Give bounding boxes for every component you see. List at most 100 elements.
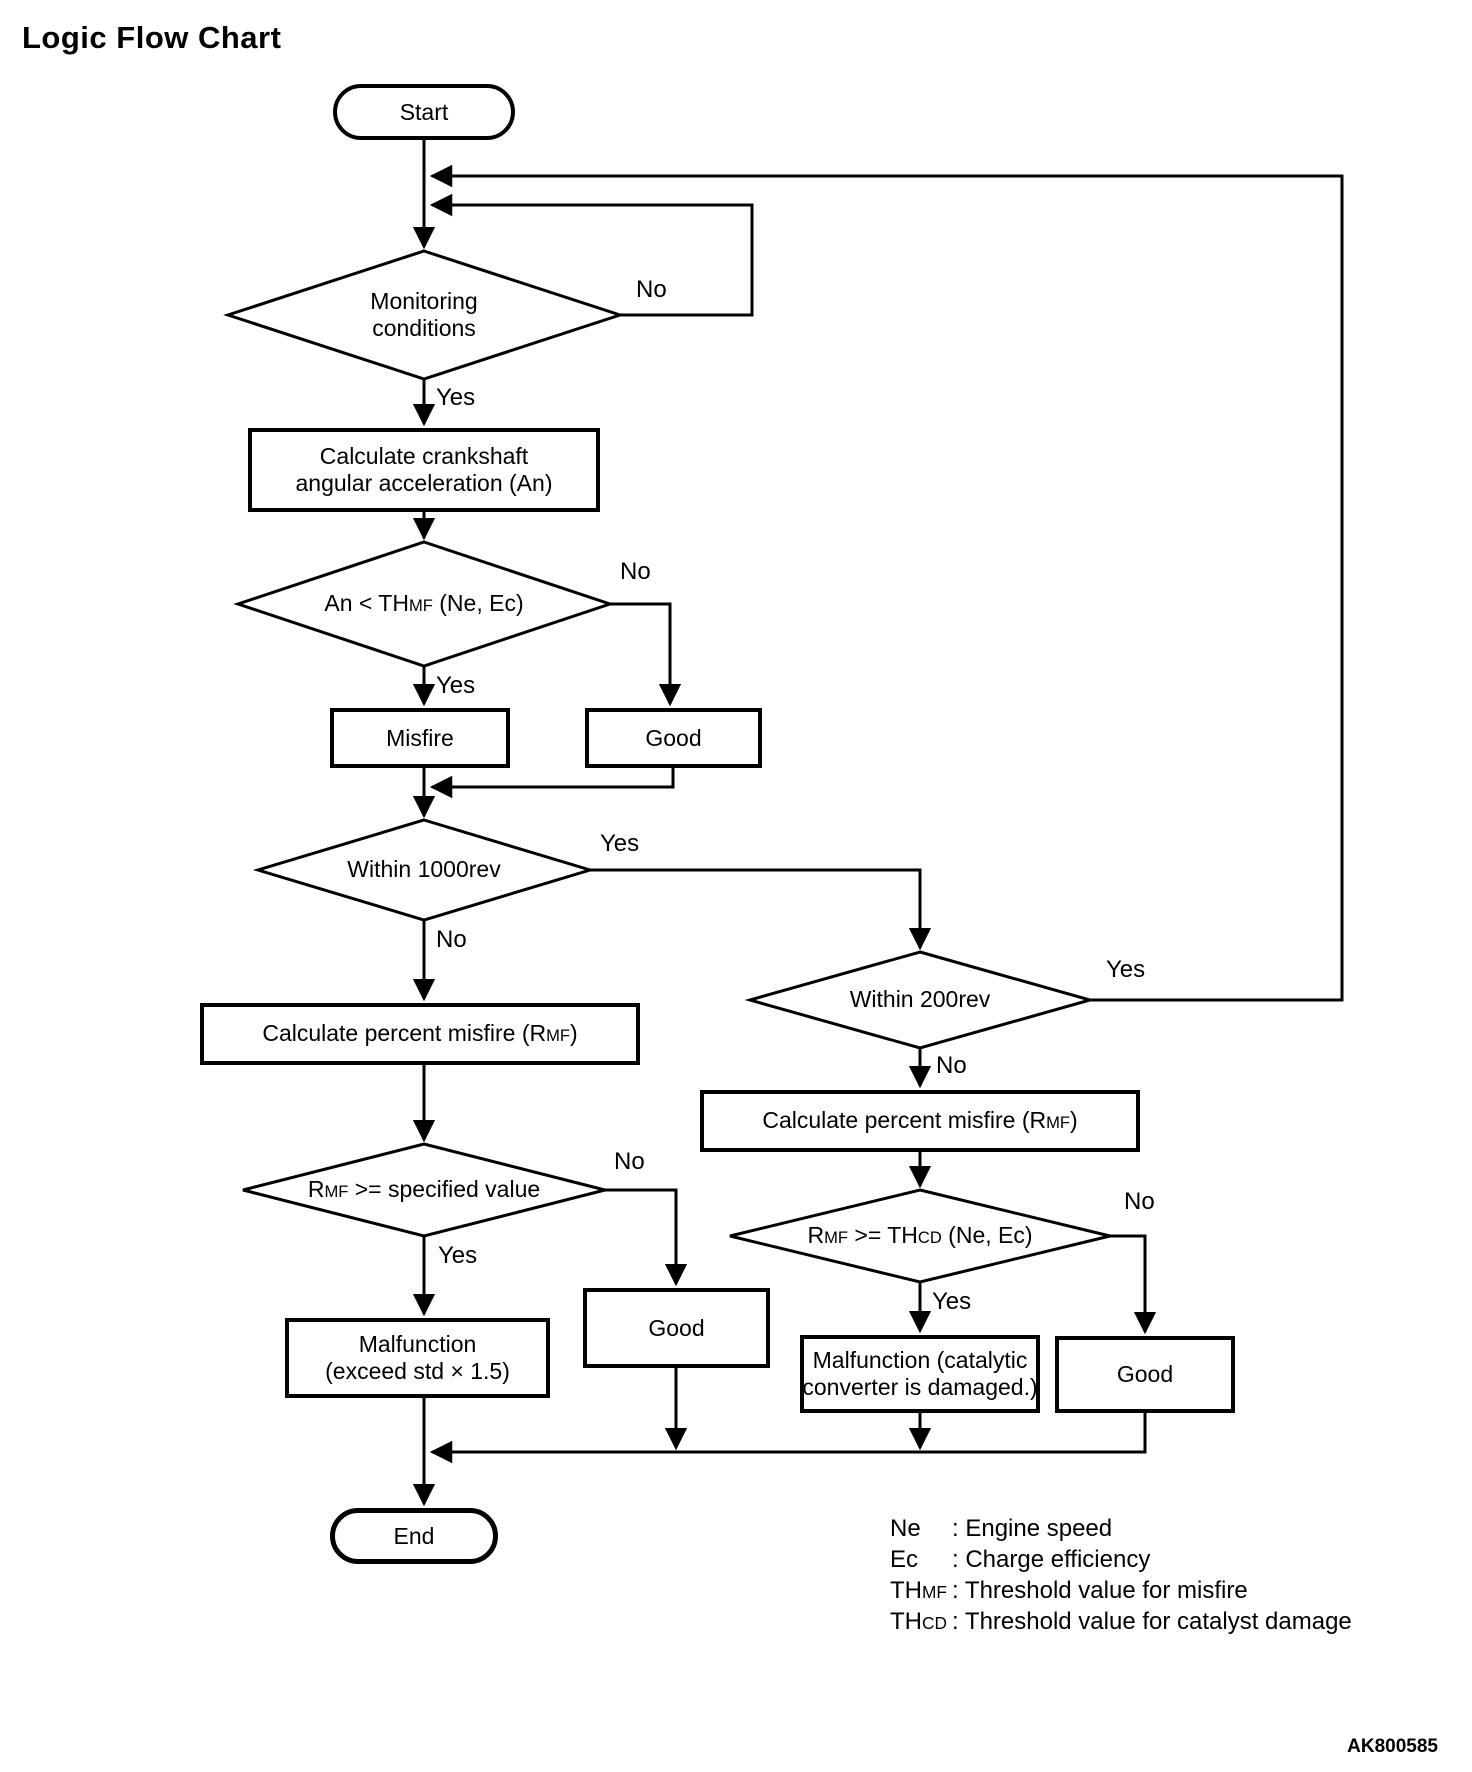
edge-label-thcd-no: No bbox=[1124, 1188, 1155, 1215]
text-part: An < TH bbox=[324, 590, 409, 616]
legend: Ne : Engine speed Ec : Charge efficiency… bbox=[890, 1514, 1352, 1638]
subscript-cd: CD bbox=[917, 1228, 942, 1247]
text-line: Monitoring bbox=[370, 288, 478, 314]
legend-desc: : Threshold value for misfire bbox=[952, 1577, 1248, 1604]
text-part: (Ne, Ec) bbox=[432, 590, 524, 616]
edge-loop-within200-yes bbox=[429, 164, 1344, 1002]
end-terminator: End bbox=[330, 1508, 498, 1564]
decision-within-1000rev bbox=[252, 818, 596, 922]
text-part: Ec bbox=[890, 1546, 919, 1573]
process-good-top: Good bbox=[585, 708, 762, 768]
decision-rmf-thcd-text: RMF >= THCD (Ne, Ec) bbox=[730, 1222, 1110, 1251]
figure-code: AK800585 bbox=[1347, 1736, 1438, 1757]
edge-label-monitoring-no: No bbox=[636, 276, 667, 303]
subscript-mf: MF bbox=[824, 1228, 848, 1247]
page-title: Logic Flow Chart bbox=[22, 20, 282, 55]
subscript-mf: MF bbox=[1046, 1112, 1070, 1132]
edge-label-anth-no: No bbox=[620, 558, 651, 585]
text-part: TH bbox=[890, 1608, 922, 1635]
legend-row-thcd: THCD : Threshold value for catalyst dama… bbox=[890, 1607, 1352, 1638]
subscript-mf: MF bbox=[408, 596, 433, 615]
process-malfunction-catalyst: Malfunction (catalytic converter is dama… bbox=[800, 1335, 1040, 1413]
text-line: An < THMF (Ne, Ec) bbox=[324, 590, 523, 619]
process-good-right-label: Good bbox=[1116, 1361, 1174, 1387]
edge-thcd-no bbox=[1110, 1234, 1157, 1335]
process-calc-crankshaft-line1: Calculate crankshaft bbox=[319, 443, 529, 469]
decision-rmf-specified bbox=[242, 1142, 606, 1238]
decision-an-threshold-text: An < THMF (Ne, Ec) bbox=[249, 590, 599, 619]
subscript-cd: CD bbox=[922, 1613, 947, 1633]
text-part: R bbox=[807, 1222, 825, 1248]
text-part: >= TH bbox=[848, 1222, 918, 1248]
decision-rmf-specified-text: RMF >= specified value bbox=[239, 1176, 609, 1205]
text-part: Calculate percent misfire (R bbox=[262, 1019, 547, 1046]
process-malfunction-std-line1: Malfunction bbox=[358, 1331, 477, 1357]
process-misfire: Misfire bbox=[330, 708, 510, 768]
text-line: conditions bbox=[372, 315, 476, 341]
edge-label-rmfspec-yes: Yes bbox=[438, 1242, 478, 1269]
legend-term: Ec bbox=[890, 1545, 952, 1576]
process-malfunction-std-line2: (exceed std × 1.5) bbox=[325, 1358, 510, 1384]
edge-within1000-yes bbox=[590, 868, 932, 951]
process-calc-crankshaft-line2: angular acceleration (An) bbox=[295, 470, 553, 496]
process-good-top-label: Good bbox=[645, 724, 702, 751]
edge-label-thcd-yes: Yes bbox=[932, 1288, 972, 1315]
process-good-mid-label: Good bbox=[648, 1314, 705, 1341]
decision-an-threshold bbox=[233, 540, 615, 668]
text-line: Within 200rev bbox=[849, 986, 991, 1012]
text-line: RMF >= THCD (Ne, Ec) bbox=[807, 1222, 1032, 1251]
text-line: Within 1000rev bbox=[347, 856, 501, 882]
start-label: Start bbox=[399, 98, 449, 125]
edge-goodright-collector bbox=[429, 1413, 1147, 1464]
process-good-mid: Good bbox=[583, 1288, 770, 1368]
text-part: R bbox=[307, 1176, 325, 1202]
edge-label-rmfspec-no: No bbox=[614, 1148, 645, 1175]
text-part: TH bbox=[890, 1577, 922, 1604]
decision-within-1000rev-text: Within 1000rev bbox=[304, 856, 544, 883]
text-part: Ne bbox=[890, 1515, 921, 1542]
decision-within-200rev bbox=[744, 950, 1096, 1050]
edge-label-within1000-yes: Yes bbox=[600, 830, 640, 857]
process-good-right: Good bbox=[1055, 1336, 1235, 1413]
process-calc-percent-misfire-left: Calculate percent misfire (RMF) bbox=[200, 1003, 640, 1065]
text-part: ) bbox=[1070, 1106, 1078, 1133]
text-part: (Ne, Ec) bbox=[941, 1222, 1033, 1248]
start-terminator: Start bbox=[333, 84, 515, 140]
end-label: End bbox=[393, 1522, 435, 1549]
decision-monitoring-conditions-text: Monitoring conditions bbox=[324, 288, 524, 342]
text-part: >= specified value bbox=[348, 1176, 541, 1202]
subscript-mf: MF bbox=[546, 1025, 570, 1045]
legend-row-ne: Ne : Engine speed bbox=[890, 1514, 1352, 1545]
decision-within-200rev-text: Within 200rev bbox=[800, 986, 1040, 1013]
process-calc-percent-misfire-right: Calculate percent misfire (RMF) bbox=[700, 1090, 1140, 1152]
edge-label-within200-yes: Yes bbox=[1106, 956, 1146, 983]
edge-label-within1000-no: No bbox=[436, 926, 467, 953]
text-line: RMF >= specified value bbox=[308, 1176, 540, 1205]
edge-goodtop-merge bbox=[429, 768, 675, 799]
subscript-mf: MF bbox=[922, 1582, 947, 1602]
legend-desc: : Threshold value for catalyst damage bbox=[952, 1608, 1352, 1635]
legend-desc: : Engine speed bbox=[952, 1515, 1113, 1542]
legend-row-thmf: THMF : Threshold value for misfire bbox=[890, 1576, 1352, 1607]
process-calc-crankshaft: Calculate crankshaft angular acceleratio… bbox=[248, 428, 600, 512]
process-malfunction-std: Malfunction (exceed std × 1.5) bbox=[285, 1318, 550, 1398]
edge-loop-monitoring-no bbox=[429, 193, 754, 317]
legend-desc: : Charge efficiency bbox=[952, 1546, 1151, 1573]
decision-rmf-thcd bbox=[729, 1188, 1111, 1284]
process-malfunction-catalyst-line1: Malfunction (catalytic bbox=[812, 1347, 1028, 1373]
process-malfunction-catalyst-line2: converter is damaged.) bbox=[802, 1374, 1038, 1400]
process-calc-percent-misfire-left-label: Calculate percent misfire (RMF) bbox=[262, 1020, 577, 1049]
process-misfire-label: Misfire bbox=[386, 724, 454, 751]
legend-term: THMF bbox=[890, 1576, 952, 1607]
edge-label-within200-no: No bbox=[936, 1052, 967, 1079]
text-part: Calculate percent misfire (R bbox=[762, 1106, 1047, 1133]
decision-monitoring-conditions bbox=[223, 249, 625, 381]
edge-label-anth-yes: Yes bbox=[436, 672, 476, 699]
process-calc-percent-misfire-right-label: Calculate percent misfire (RMF) bbox=[762, 1107, 1077, 1136]
legend-row-ec: Ec : Charge efficiency bbox=[890, 1545, 1352, 1576]
text-part: ) bbox=[570, 1019, 578, 1046]
subscript-mf: MF bbox=[324, 1182, 349, 1201]
edge-label-monitoring-yes: Yes bbox=[436, 384, 476, 411]
